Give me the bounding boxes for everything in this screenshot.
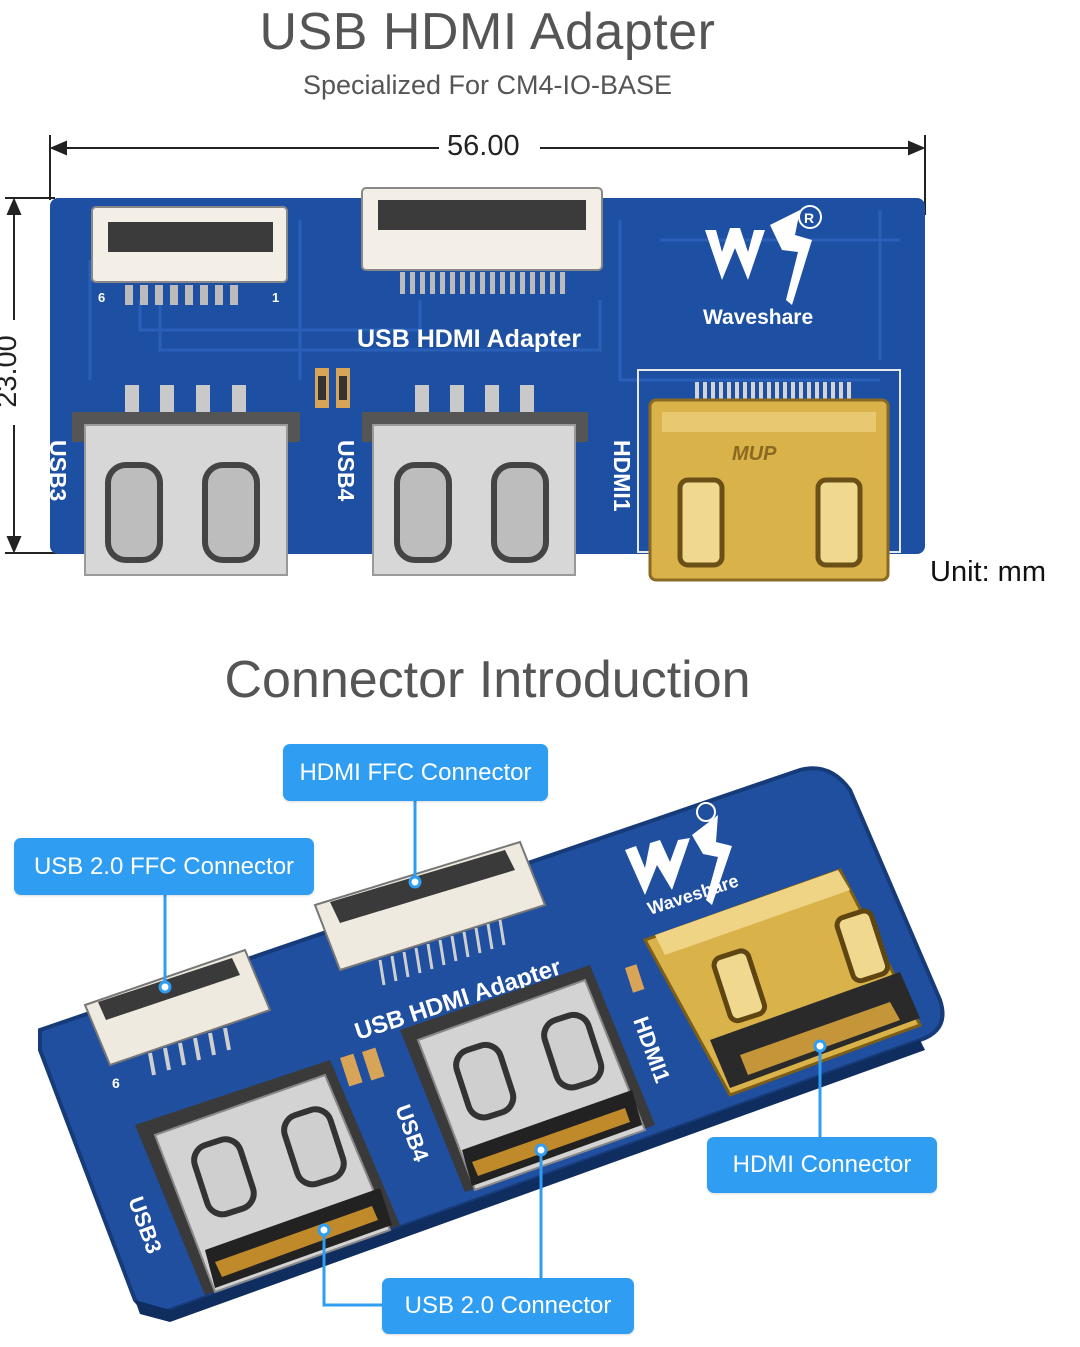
usb4-port-top [362, 385, 588, 576]
hdmi-ffc-connector-callout: HDMI FFC Connector [283, 744, 548, 801]
usb3-port-top [72, 385, 300, 576]
pin-1-label: 1 [272, 290, 279, 305]
usb3-label-top: USB3 [45, 440, 71, 501]
usb4-label-top: USB4 [333, 440, 359, 502]
hdmi-mark-top: MUP [732, 443, 777, 465]
hdmi1-label-top: HDMI1 [609, 440, 635, 512]
callout-leader-lines [158, 800, 827, 1307]
usb-ffc-connector-top: 6 1 [91, 206, 288, 305]
hdmi-ffc-connector-top [361, 187, 603, 294]
hdmi-connector-callout: HDMI Connector [707, 1137, 937, 1193]
width-dimension-text: 56.00 [439, 130, 528, 163]
svg-text:6: 6 [112, 1075, 120, 1091]
waveshare-logo-top: R [705, 205, 822, 305]
page-subtitle: Specialized For CM4-IO-BASE [302, 70, 673, 100]
smd-components-3d [340, 964, 645, 1087]
svg-text:R: R [804, 210, 814, 226]
hdmi-port-3d [642, 868, 923, 1097]
width-dimension-line [49, 135, 926, 215]
board-name-top: USB HDMI Adapter [357, 325, 581, 353]
board-top-view: 6 1 R Waveshare USB HDMI Adapter [5, 135, 926, 582]
usb4-port-3d [400, 965, 655, 1192]
smd-components [315, 368, 350, 408]
page-title: USB HDMI Adapter [259, 3, 716, 61]
pin-6-label: 6 [98, 290, 105, 305]
section-title: Connector Introduction [224, 651, 751, 709]
hdmi-port-top [637, 369, 901, 582]
pcb-traces [88, 210, 900, 382]
waveshare-logo-3d [625, 802, 732, 905]
usb3-port-3d [135, 1060, 400, 1295]
brand-label-top: Waveshare [703, 306, 813, 329]
usb-ffc-connector-callout: USB 2.0 FFC Connector [14, 838, 314, 895]
usb-connector-callout: USB 2.0 Connector [382, 1278, 634, 1334]
height-dimension-line [5, 197, 70, 554]
hdmi-ffc-connector-3d [313, 840, 547, 986]
unit-label: Unit: mm [930, 556, 1046, 588]
